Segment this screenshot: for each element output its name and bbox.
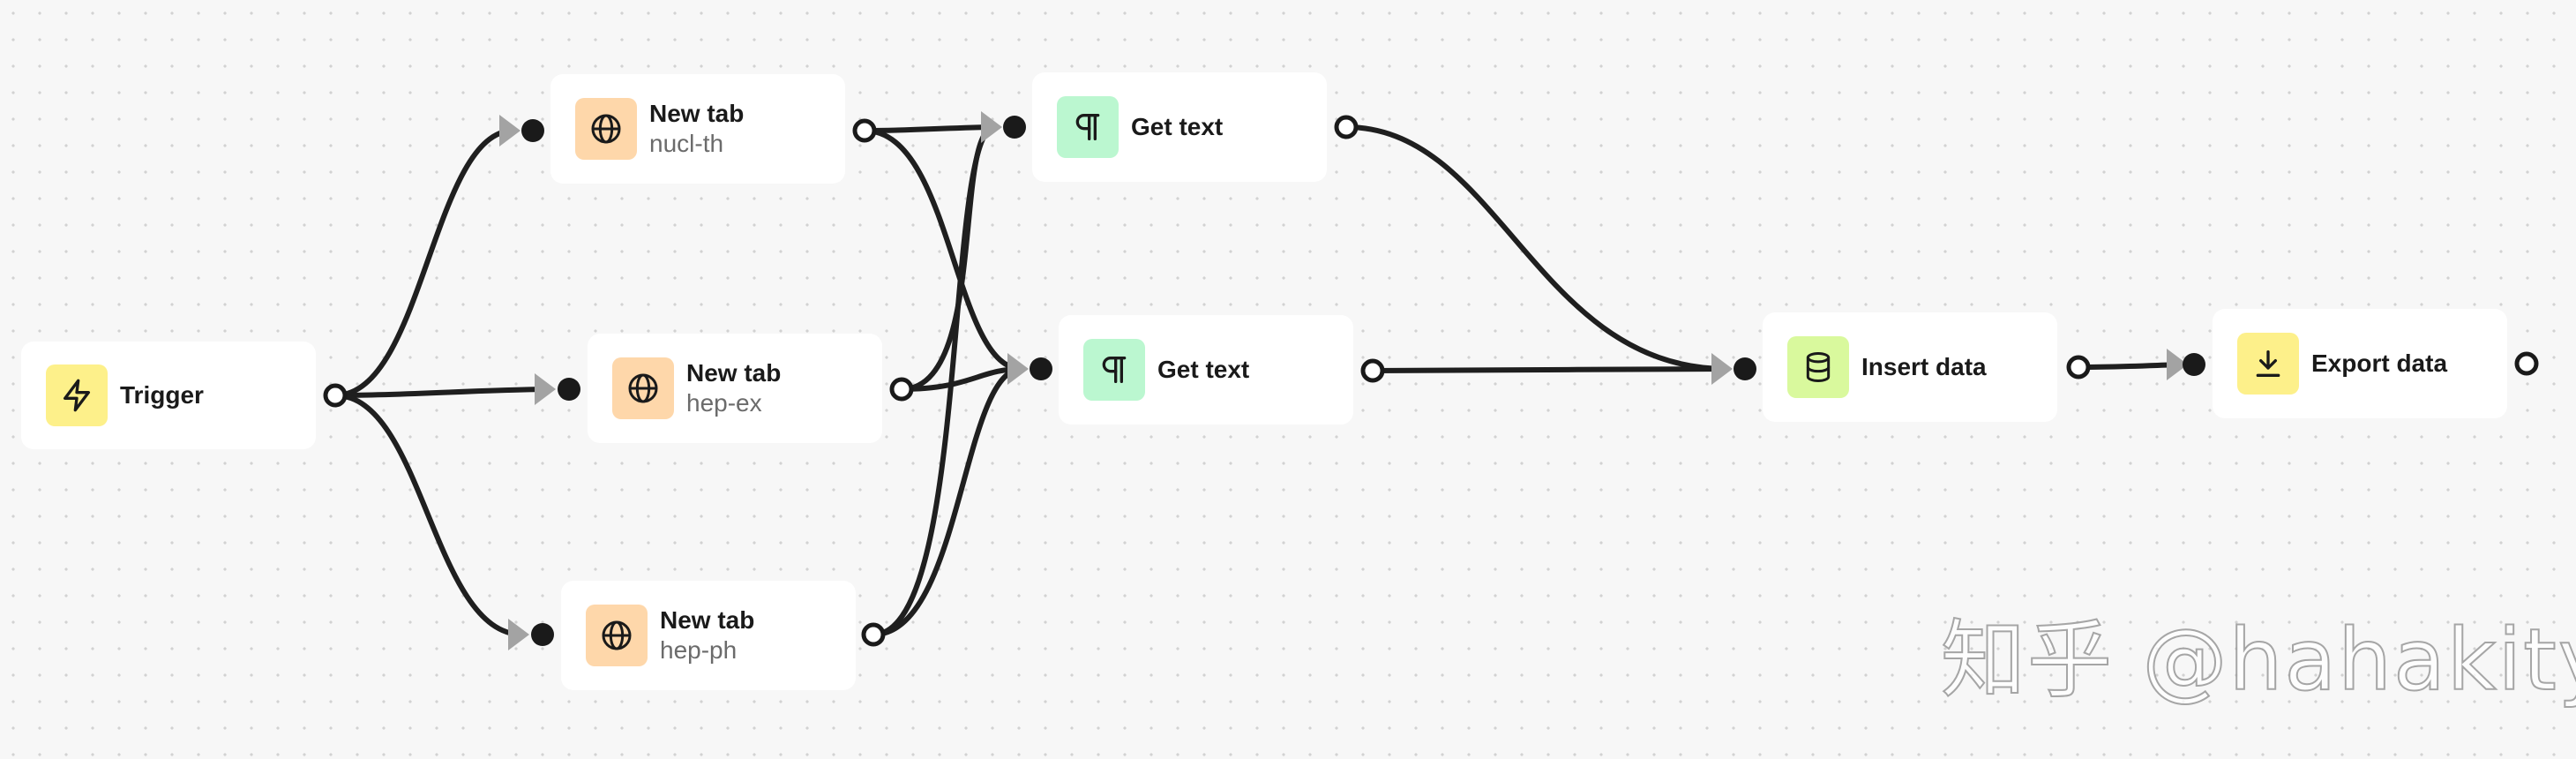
get-text-node-2[interactable]: Get text: [1059, 315, 1353, 425]
output-handle-newtab3[interactable]: [861, 622, 886, 647]
node-title: Trigger: [120, 381, 204, 409]
edge-trigger-newtab2[interactable]: [333, 387, 551, 398]
output-handle-insert[interactable]: [2066, 355, 2091, 380]
edge-gettext2-insert[interactable]: [1370, 366, 1730, 373]
input-handle-newtab3[interactable]: [531, 623, 554, 646]
input-handle-gettext2[interactable]: [1030, 357, 1052, 380]
node-title: New tab: [660, 606, 755, 634]
output-handle-gettext1[interactable]: [1334, 115, 1359, 139]
edge-trigger-newtab1[interactable]: [333, 128, 516, 398]
edge-newtab1-gettext2[interactable]: [862, 128, 1024, 372]
edge-newtab3-gettext2[interactable]: [871, 366, 1024, 637]
output-handle-newtab2[interactable]: [889, 377, 914, 402]
node-title: Get text: [1157, 356, 1250, 383]
node-subtitle: nucl-th: [649, 130, 724, 157]
insert-data-node[interactable]: Insert data: [1763, 312, 2057, 422]
arrowhead: [981, 111, 1002, 143]
arrowhead: [499, 115, 520, 147]
paragraph-icon: [1057, 96, 1119, 158]
output-handle-newtab1[interactable]: [852, 118, 877, 143]
globe-icon: [575, 98, 637, 160]
node-subtitle: hep-ph: [660, 636, 738, 664]
new-tab-node-hep-ph[interactable]: New tab hep-ph: [561, 581, 856, 690]
input-handle-export[interactable]: [2183, 353, 2205, 376]
node-title: Get text: [1131, 113, 1224, 140]
input-handle-insert[interactable]: [1734, 357, 1756, 380]
node-title: New tab: [686, 359, 782, 387]
edge-trigger-newtab3[interactable]: [333, 393, 525, 637]
paragraph-icon: [1083, 339, 1145, 401]
input-handle-newtab2[interactable]: [558, 378, 580, 401]
watermark-text: 知乎 @hahakity: [1940, 610, 2576, 710]
node-title: New tab: [649, 100, 745, 127]
node-subtitle: hep-ex: [686, 389, 762, 417]
node-title: Export data: [2311, 349, 2448, 377]
input-handle-newtab1[interactable]: [521, 119, 544, 142]
arrowhead: [508, 619, 529, 650]
arrowhead: [535, 373, 556, 405]
get-text-node-1[interactable]: Get text: [1032, 72, 1327, 182]
edge-newtab1-gettext1[interactable]: [862, 124, 998, 133]
export-data-node[interactable]: Export data: [2213, 309, 2507, 418]
node-title: Insert data: [1861, 353, 1987, 380]
arrowhead: [1711, 353, 1733, 385]
globe-icon: [586, 605, 648, 666]
arrowhead: [2167, 349, 2188, 380]
database-icon: [1787, 336, 1849, 398]
new-tab-node-hep-ex[interactable]: New tab hep-ex: [588, 334, 882, 443]
trigger-node[interactable]: Trigger: [21, 342, 316, 449]
output-handle-export[interactable]: [2514, 351, 2539, 376]
download-icon: [2237, 333, 2299, 395]
new-tab-node-nucl-th[interactable]: New tab nucl-th: [550, 74, 845, 184]
arrowhead: [1007, 353, 1029, 385]
output-handle-trigger[interactable]: [323, 383, 348, 408]
bolt-icon: [46, 364, 108, 426]
globe-icon: [612, 357, 674, 419]
input-handle-gettext1[interactable]: [1003, 116, 1026, 139]
edge-newtab3-gettext1[interactable]: [871, 124, 998, 637]
output-handle-gettext2[interactable]: [1360, 358, 1385, 383]
edge-gettext1-insert[interactable]: [1344, 124, 1730, 372]
